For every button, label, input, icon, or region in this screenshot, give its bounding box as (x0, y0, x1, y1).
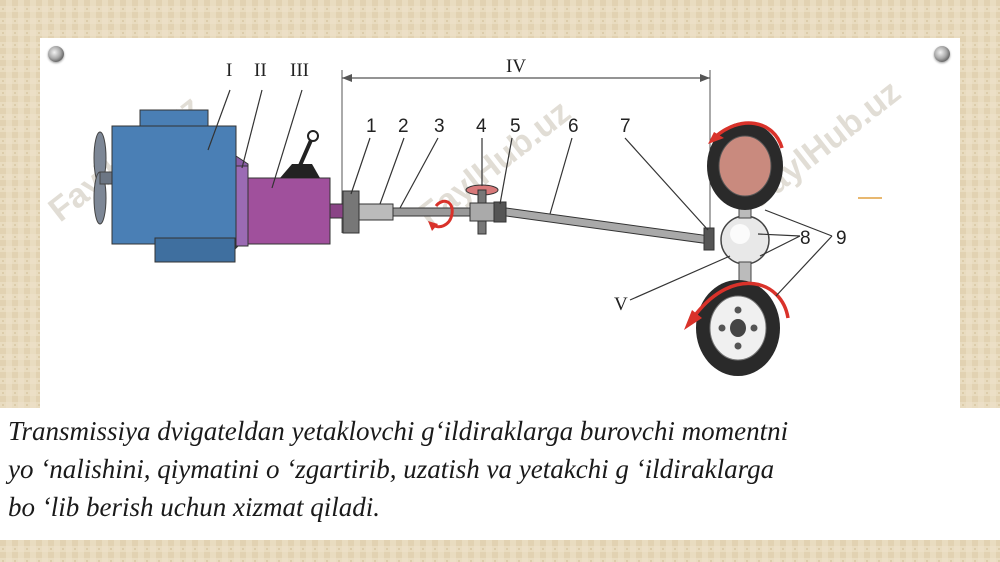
label-7: 7 (620, 116, 631, 137)
label-6: 6 (568, 116, 579, 137)
label-4: 4 (476, 116, 487, 137)
pushpin-left (48, 46, 64, 62)
label-2: 2 (398, 116, 409, 137)
bottom-wheel (696, 280, 780, 376)
rotation-arrowhead-top-wheel (708, 132, 724, 144)
label-5: 5 (510, 116, 521, 137)
intermediate-shaft-3 (392, 207, 474, 217)
label-I: I (226, 60, 232, 81)
caption-line-1: Transmissiya dvigateldan yetaklovchi g‘i… (8, 416, 789, 446)
intermediate-support-4 (465, 184, 499, 235)
coupling-1 (342, 190, 360, 234)
label-1: 1 (366, 116, 377, 137)
clutch-housing-body (235, 165, 249, 247)
rear-joint-7 (703, 227, 715, 251)
universal-joint-5 (493, 201, 507, 223)
engine-block (111, 109, 237, 263)
top-wheel (707, 122, 783, 210)
caption-line-2: yo ‘nalishini, qiymatini o ‘zgartirib, u… (8, 454, 775, 484)
sliding-sleeve-2 (358, 203, 394, 221)
label-9: 9 (836, 228, 847, 249)
leader-lines (207, 89, 833, 301)
fan (93, 131, 115, 225)
propeller-shaft-6 (505, 207, 711, 245)
pushpin-right (934, 46, 950, 62)
label-III: III (290, 60, 309, 81)
caption-line-3: bo ‘lib berish uchun xizmat qiladi. (8, 492, 380, 522)
rotation-arrow-shaft (430, 199, 454, 229)
caption-box: Transmissiya dvigateldan yetaklovchi g‘i… (0, 408, 1000, 540)
label-V: V (614, 294, 628, 315)
transmission-diagram: FaylHub.uz FaylHub.uz FaylHub.uz (42, 56, 908, 376)
label-II: II (254, 60, 267, 81)
label-3: 3 (434, 116, 445, 137)
rotation-arrow-top-wheel (712, 121, 784, 149)
rotation-arrow-bottom-wheel (694, 281, 790, 319)
label-IV: IV (506, 56, 526, 77)
rotation-arrowhead-shaft (428, 221, 438, 231)
rotation-arrowhead-bottom-wheel (684, 310, 702, 330)
gearbox (247, 130, 345, 245)
label-8: 8 (800, 228, 811, 249)
